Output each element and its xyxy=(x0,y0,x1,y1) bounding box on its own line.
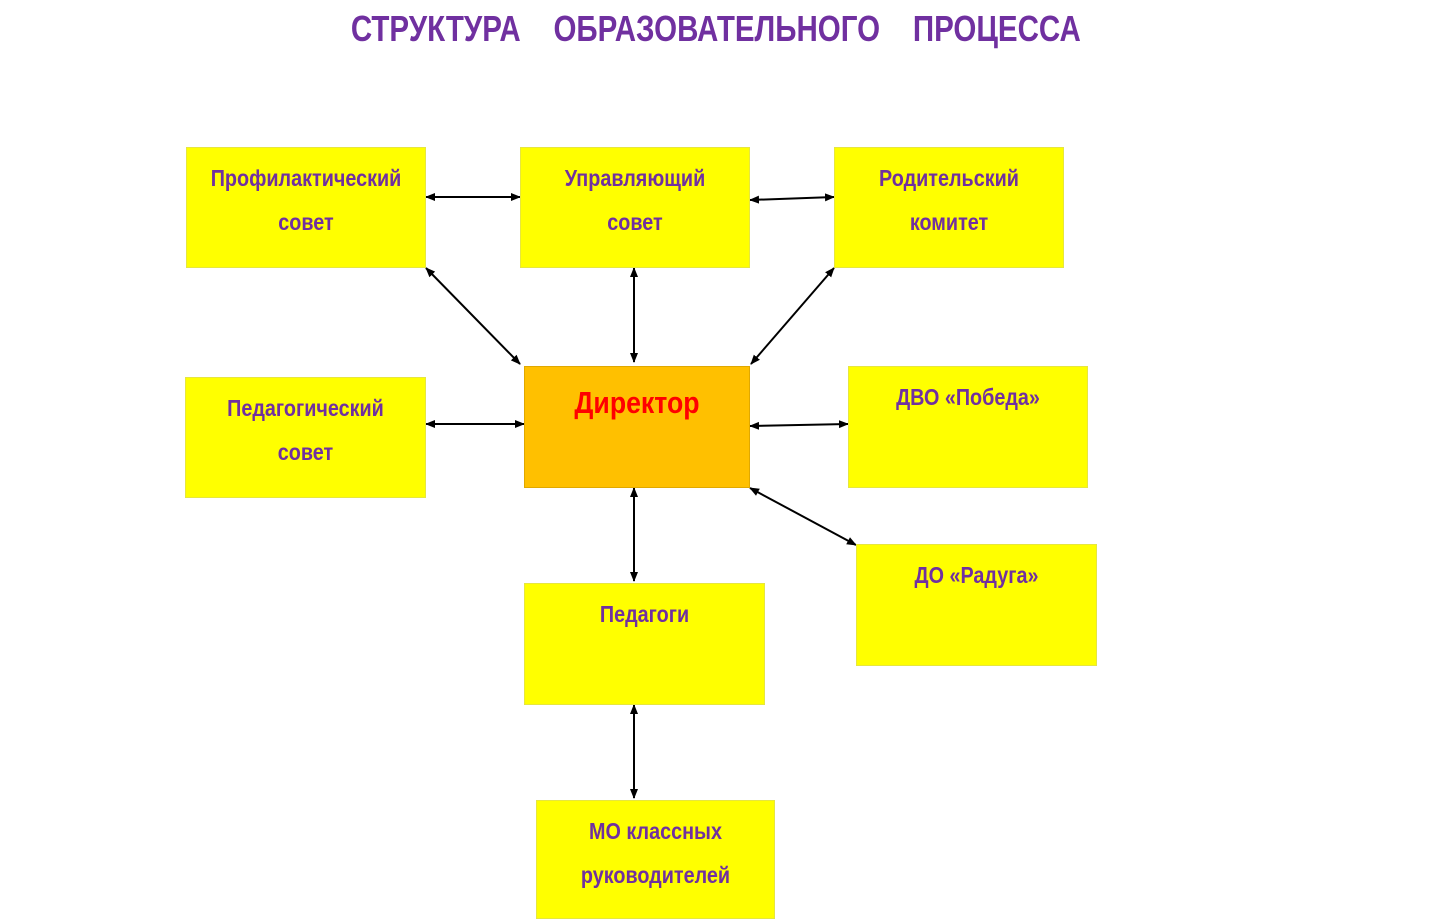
box-do-raduga-label: ДО «Радуга» xyxy=(914,562,1039,588)
box-rod-komitet-label: Родительский комитет xyxy=(879,165,1019,235)
box-prof-sovet-label: Профилактический совет xyxy=(210,165,402,235)
arrow-director-dvo xyxy=(749,420,849,430)
box-do-raduga: ДО «Радуга» xyxy=(856,544,1097,666)
box-pedagogi-label: Педагоги xyxy=(599,601,690,627)
diagram-title: СТРУКТУРА ОБРАЗОВАТЕЛЬНОГО ПРОЦЕССА xyxy=(350,8,1081,49)
arrow-director-do xyxy=(749,487,857,546)
box-mo-klassnyh: МО классных руководителей xyxy=(536,800,775,919)
box-prof-sovet: Профилактический совет xyxy=(186,147,426,268)
box-director-label: Директор xyxy=(574,385,700,420)
arrow-rod-director xyxy=(750,267,835,365)
box-dvo-pobeda-label: ДВО «Победа» xyxy=(896,384,1040,410)
box-director: Директор xyxy=(524,366,750,488)
box-rod-komitet: Родительский комитет xyxy=(834,147,1064,268)
box-pedagogi: Педагоги xyxy=(524,583,765,705)
box-upr-sovet: Управляющий совет xyxy=(520,147,750,268)
box-dvo-pobeda: ДВО «Победа» xyxy=(848,366,1088,488)
arrow-prof-director xyxy=(425,267,521,365)
box-mo-klassnyh-label: МО классных руководителей xyxy=(580,818,731,888)
arrow-upr-rod xyxy=(749,193,835,204)
box-ped-sovet-label: Педагогический совет xyxy=(227,395,384,465)
box-upr-sovet-label: Управляющий совет xyxy=(564,165,706,235)
box-ped-sovet: Педагогический совет xyxy=(185,377,426,498)
